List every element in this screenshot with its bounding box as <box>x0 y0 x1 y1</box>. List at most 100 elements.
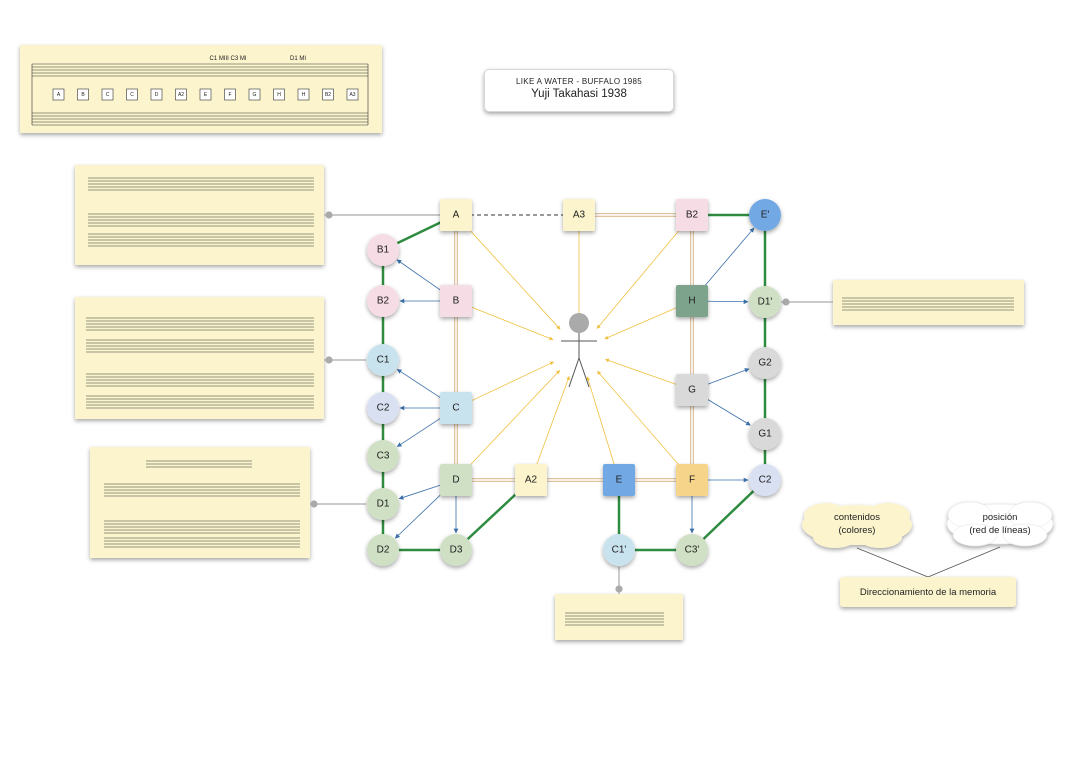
node-b: B <box>440 285 472 317</box>
node-c3p: C3' <box>676 534 708 566</box>
key-box: B2 <box>322 88 334 101</box>
node-d: D <box>440 464 472 496</box>
key-box: A <box>52 88 65 101</box>
node-label: D <box>452 475 459 486</box>
title-composer: Yuji Takahasi 1938 <box>531 88 627 100</box>
node-label: C3' <box>685 545 700 556</box>
node-label: C <box>452 403 459 414</box>
node-d1p: D1' <box>749 286 781 318</box>
node-label: G <box>688 385 696 396</box>
node-b2sq: B2 <box>676 199 708 231</box>
node-label: C1' <box>612 545 627 556</box>
node-d2: D2 <box>367 534 399 566</box>
node-label: G1 <box>758 429 772 440</box>
arrow-yellow <box>466 370 561 469</box>
edge-green <box>691 479 766 551</box>
node-label: B2 <box>377 296 390 307</box>
node-d1: D1 <box>367 488 399 520</box>
svg-text:H: H <box>302 92 306 98</box>
node-label: B2 <box>686 210 699 221</box>
node-c: C <box>440 392 472 424</box>
arrow-blue <box>707 299 749 305</box>
node-b1: B1 <box>367 234 399 266</box>
node-g: G <box>676 374 708 406</box>
legend-contents-line2: (colores) <box>838 525 876 536</box>
legend-cloud-contents <box>802 503 912 548</box>
arrow-blue <box>705 397 751 426</box>
node-label: D2 <box>377 545 390 556</box>
svg-text:C: C <box>130 92 134 98</box>
node-f: F <box>676 464 708 496</box>
legend-position-line2: (red de líneas) <box>969 525 1031 536</box>
svg-text:B2: B2 <box>325 92 331 98</box>
node-g1: G1 <box>749 418 781 450</box>
key-box: B <box>77 88 89 101</box>
title-work: LIKE A WATER - BUFFALO 1985 <box>516 77 642 86</box>
score-panel-1 <box>75 165 324 265</box>
legend-position-label: posición (red de líneas) <box>955 511 1045 537</box>
node-e: E <box>603 464 635 496</box>
svg-text:G: G <box>253 92 257 98</box>
node-label: C3 <box>377 451 390 462</box>
legend-cloud-position <box>946 501 1054 547</box>
score-panel-3 <box>90 447 310 558</box>
arrow-yellow <box>470 361 555 402</box>
legend-contents-line1: contenidos <box>834 512 880 523</box>
arrow-blue <box>398 484 441 500</box>
arrow-yellow <box>604 306 678 340</box>
node-label: F <box>689 475 695 486</box>
node-label: D3 <box>450 545 463 556</box>
arrow-blue <box>394 490 445 539</box>
score-panel-4 <box>833 280 1024 325</box>
arrow-yellow <box>596 227 683 329</box>
key-box: E <box>199 88 212 101</box>
svg-text:E: E <box>204 92 208 98</box>
node-a3: A3 <box>563 199 595 231</box>
memory-addressing-box: Direccionamiento de la memoria <box>840 577 1016 607</box>
arrow-blue <box>396 369 443 400</box>
node-label: D1 <box>377 499 390 510</box>
node-label: A <box>453 210 460 221</box>
svg-text:F: F <box>228 92 231 98</box>
svg-text:B: B <box>81 92 85 98</box>
arrow-yellow <box>597 370 682 469</box>
key-box: F <box>224 88 236 101</box>
arrow-blue <box>702 227 755 290</box>
person-figure <box>561 313 597 388</box>
arrow-blue <box>396 259 444 293</box>
node-label: G2 <box>758 358 772 369</box>
node-label: E <box>616 475 623 486</box>
node-g2: G2 <box>749 347 781 379</box>
key-box: A2 <box>175 88 187 101</box>
node-label: E' <box>761 210 770 221</box>
node-a2: A2 <box>515 464 547 496</box>
legend-contents-label: contenidos (colores) <box>812 511 902 537</box>
node-a: A <box>440 199 472 231</box>
arrow-yellow <box>605 358 678 386</box>
node-b2c: B2 <box>367 285 399 317</box>
svg-text:A: A <box>57 92 61 98</box>
legend-connectors <box>856 546 1001 578</box>
key-box: C <box>101 88 114 101</box>
arrow-yellow <box>586 376 615 465</box>
node-label: C1 <box>377 355 390 366</box>
node-h: H <box>676 285 708 317</box>
node-label: C2 <box>377 403 390 414</box>
panel-connectors <box>310 211 833 594</box>
key-score-label-left: C1 MIII C3 MI <box>209 56 246 62</box>
svg-text:H: H <box>277 92 281 98</box>
arrow-blue <box>396 416 443 447</box>
node-label: A2 <box>525 475 538 486</box>
arrow-blue <box>706 368 750 385</box>
node-c2: C2 <box>367 392 399 424</box>
key-box: A3 <box>346 88 359 101</box>
score-panel-5 <box>555 594 683 640</box>
node-label: B1 <box>377 245 390 256</box>
key-box: H <box>297 88 310 101</box>
node-d3: D3 <box>440 534 472 566</box>
svg-text:C: C <box>106 92 110 98</box>
key-box: C <box>126 88 138 101</box>
node-e1: E' <box>749 199 781 231</box>
